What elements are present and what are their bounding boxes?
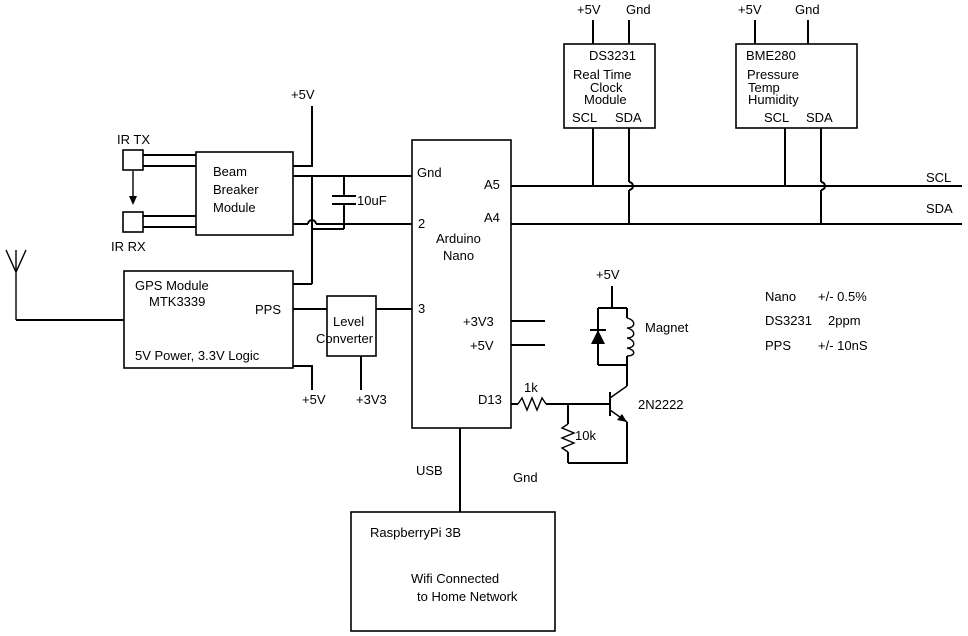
resistor-1k-label: 1k bbox=[524, 380, 538, 395]
pi-label-1: RaspberryPi 3B bbox=[370, 525, 461, 540]
bme-label-3: Temp bbox=[748, 80, 780, 95]
accuracy-device-ds3231: DS3231 bbox=[765, 313, 812, 328]
level-converter-3v3-label: +3V3 bbox=[356, 392, 387, 407]
transistor-2n2222 bbox=[609, 385, 628, 423]
accuracy-value-nano: +/- 0.5% bbox=[818, 289, 867, 304]
pi-label-3: to Home Network bbox=[417, 589, 518, 604]
ir-rx-label: IR RX bbox=[111, 239, 146, 254]
gps-pps-label: PPS bbox=[255, 302, 281, 317]
beam-breaker-module bbox=[195, 151, 294, 236]
flyback-diode bbox=[590, 329, 606, 344]
magnet-coil-loop bbox=[597, 307, 628, 366]
capacitor-label: 10uF bbox=[357, 193, 387, 208]
resistor-10k bbox=[560, 423, 576, 453]
rtc-label-1: DS3231 bbox=[589, 48, 636, 63]
rtc-label-2: Real Time bbox=[573, 67, 632, 82]
nano-pin-d2: 2 bbox=[418, 216, 425, 231]
beam-breaker-5v-label: +5V bbox=[291, 87, 315, 102]
accuracy-value-ds3231: 2ppm bbox=[828, 313, 861, 328]
rtc-sda-label: SDA bbox=[615, 110, 642, 125]
magnet-coil bbox=[626, 317, 635, 357]
rtc-ds3231-module bbox=[563, 43, 656, 129]
antenna-symbol bbox=[5, 249, 27, 320]
ir-tx-label: IR TX bbox=[117, 132, 150, 147]
magnet-label: Magnet bbox=[645, 320, 689, 335]
nano-pin-a5: A5 bbox=[484, 177, 500, 192]
gps-label-1: GPS Module bbox=[135, 278, 209, 293]
accuracy-device-nano: Nano bbox=[765, 289, 796, 304]
gps-label-2: MTK3339 bbox=[149, 294, 205, 309]
nano-label-1: Arduino bbox=[436, 231, 481, 246]
wire-bme-sda bbox=[820, 128, 826, 224]
rtc-gnd-label: Gnd bbox=[626, 2, 651, 17]
accuracy-device-pps: PPS bbox=[765, 338, 791, 353]
nano-pin-3v3: +3V3 bbox=[463, 314, 494, 329]
wires-ir-to-beam-breaker bbox=[143, 154, 196, 228]
ir-rx-receiver bbox=[122, 211, 144, 233]
rtc-label-3: Clock bbox=[590, 80, 623, 95]
nano-pin-a4: A4 bbox=[484, 210, 500, 225]
scl-bus-label: SCL bbox=[926, 170, 951, 185]
gps-5v-label: +5V bbox=[302, 392, 326, 407]
nano-pin-d13: D13 bbox=[478, 392, 502, 407]
wire-emitter-to-gnd bbox=[568, 422, 628, 464]
level-converter-label-1: Level bbox=[333, 314, 364, 329]
accuracy-value-pps: +/- 10nS bbox=[818, 338, 868, 353]
magnet-5v-label: +5V bbox=[596, 267, 620, 282]
usb-label: USB bbox=[416, 463, 443, 478]
nano-label-2: Nano bbox=[443, 248, 474, 263]
gps-power-label: 5V Power, 3.3V Logic bbox=[135, 348, 260, 363]
bme-sda-label: SDA bbox=[806, 110, 833, 125]
bme-label-2: Pressure bbox=[747, 67, 799, 82]
wire-beam-breaker-to-d2 bbox=[293, 219, 412, 225]
wire-beam-breaker-5v bbox=[293, 106, 313, 167]
beam-breaker-label-3: Module bbox=[213, 200, 256, 215]
beam-breaker-label-1: Beam bbox=[213, 164, 247, 179]
rtc-label-4: Module bbox=[584, 92, 627, 107]
bme-gnd-label: Gnd bbox=[795, 2, 820, 17]
nano-pin-gnd: Gnd bbox=[417, 165, 442, 180]
arduino-nano bbox=[411, 139, 512, 429]
level-converter-label-2: Converter bbox=[316, 331, 374, 346]
beam-breaker-label-2: Breaker bbox=[213, 182, 259, 197]
resistor-1k bbox=[517, 396, 547, 412]
ir-beam-arrowhead bbox=[129, 196, 137, 205]
bme-5v-label: +5V bbox=[738, 2, 762, 17]
driver-gnd-label: Gnd bbox=[513, 470, 538, 485]
bme-label-1: BME280 bbox=[746, 48, 796, 63]
bme-scl-label: SCL bbox=[764, 110, 789, 125]
sda-bus-label: SDA bbox=[926, 201, 953, 216]
resistor-10k-label: 10k bbox=[575, 428, 596, 443]
nano-pin-d3: 3 bbox=[418, 301, 425, 316]
gps-module bbox=[123, 270, 294, 369]
rtc-scl-label: SCL bbox=[572, 110, 597, 125]
wire-gps-5v bbox=[293, 365, 313, 390]
raspberry-pi-box bbox=[350, 511, 556, 632]
rtc-5v-label: +5V bbox=[577, 2, 601, 17]
transistor-label: 2N2222 bbox=[638, 397, 684, 412]
capacitor-10uf bbox=[332, 176, 356, 229]
bme-label-4: Humidity bbox=[748, 92, 799, 107]
accuracy-notes: Nano +/- 0.5% DS3231 2ppm PPS +/- 10nS bbox=[765, 289, 868, 353]
ir-tx-emitter bbox=[122, 149, 144, 171]
pi-label-2: Wifi Connected bbox=[411, 571, 499, 586]
nano-pin-5v: +5V bbox=[470, 338, 494, 353]
wire-rtc-sda bbox=[628, 128, 634, 224]
bme280-module bbox=[735, 43, 858, 129]
level-converter bbox=[326, 295, 377, 357]
